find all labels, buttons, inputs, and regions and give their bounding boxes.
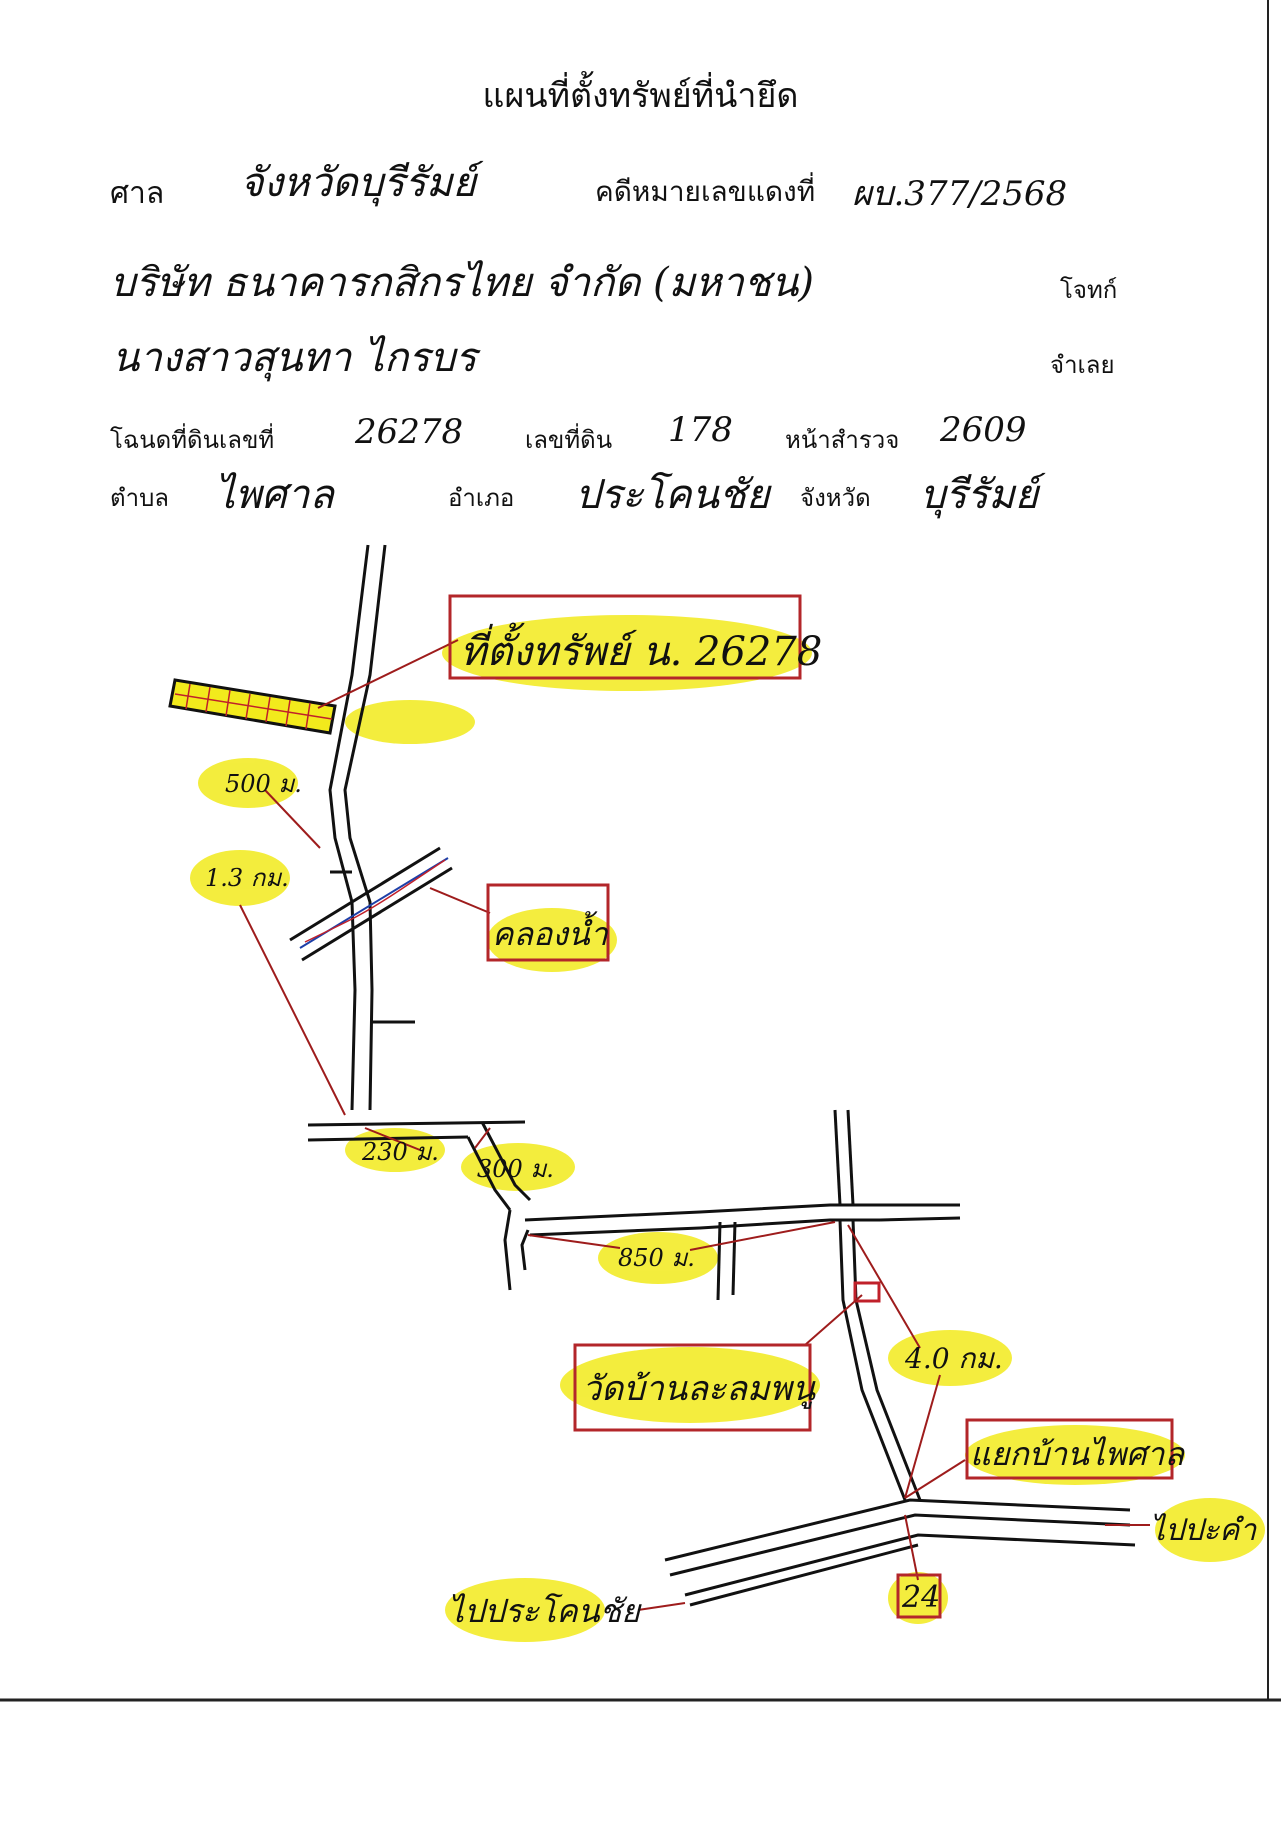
district-value: ประโคนชัย bbox=[575, 472, 770, 518]
distance-500m: 500 ม. bbox=[225, 770, 302, 798]
province-label: จังหวัด bbox=[800, 484, 871, 512]
road-network bbox=[289, 544, 1136, 1607]
subdistrict-label: ตำบล bbox=[110, 484, 170, 512]
temple-label: วัดบ้านละลมพนู bbox=[582, 1369, 816, 1409]
plaintiff-label: โจทก์ bbox=[1060, 276, 1118, 304]
province-value: บุรีรัมย์ bbox=[920, 472, 1039, 518]
distance-1-3km: 1.3 กม. bbox=[205, 864, 289, 892]
district-label: อำเภอ bbox=[448, 484, 515, 512]
label-boxes bbox=[448, 594, 1174, 1619]
land-no-label: เลขที่ดิน bbox=[525, 426, 613, 454]
page-title: แผนที่ตั้งทรัพย์ที่นำยึด bbox=[482, 76, 799, 116]
to-prakhonchai-label: ไปประโคนชัย bbox=[448, 1592, 642, 1630]
distance-300m: 300 ม. bbox=[477, 1155, 554, 1183]
court-label: ศาล bbox=[110, 176, 165, 211]
junction-label: แยกบ้านไพศาล bbox=[970, 1435, 1185, 1473]
survey-label: หน้าสำรวจ bbox=[785, 426, 900, 454]
distance-850m: 850 ม. bbox=[618, 1244, 695, 1272]
subdistrict-value: ไพศาล bbox=[215, 472, 334, 518]
property-parcel bbox=[168, 678, 337, 735]
canal-label: คลองน้ำ bbox=[492, 911, 609, 953]
temple-marker bbox=[853, 1281, 881, 1303]
case-value: ผบ.377/2568 bbox=[852, 174, 1068, 214]
case-label: คดีหมายเลขแดงที่ bbox=[595, 175, 816, 208]
highlight-marks bbox=[190, 615, 1265, 1642]
land-no-value: 178 bbox=[668, 410, 733, 450]
route-number: 24 bbox=[901, 1580, 940, 1615]
property-label: ที่ตั้งทรัพย์ น. 26278 bbox=[460, 622, 822, 675]
leader-lines bbox=[239, 639, 1150, 1611]
plaintiff-value: บริษัท ธนาคารกสิกรไทย จำกัด (มหาชน) bbox=[110, 260, 814, 306]
to-pakham-label: ไปปะคำ bbox=[1150, 1513, 1257, 1548]
defendant-value: นางสาวสุนทา ไกรบร bbox=[112, 335, 477, 381]
deed-label: โฉนดที่ดินเลขที่ bbox=[110, 426, 275, 454]
distance-4-0km: 4.0 กม. bbox=[904, 1342, 1003, 1375]
deed-value: 26278 bbox=[355, 412, 464, 452]
distance-230m: 230 ม. bbox=[361, 1138, 439, 1166]
court-value: จังหวัดบุรีรัมย์ bbox=[240, 160, 476, 206]
defendant-label: จำเลย bbox=[1050, 351, 1115, 379]
survey-value: 2609 bbox=[940, 410, 1027, 450]
